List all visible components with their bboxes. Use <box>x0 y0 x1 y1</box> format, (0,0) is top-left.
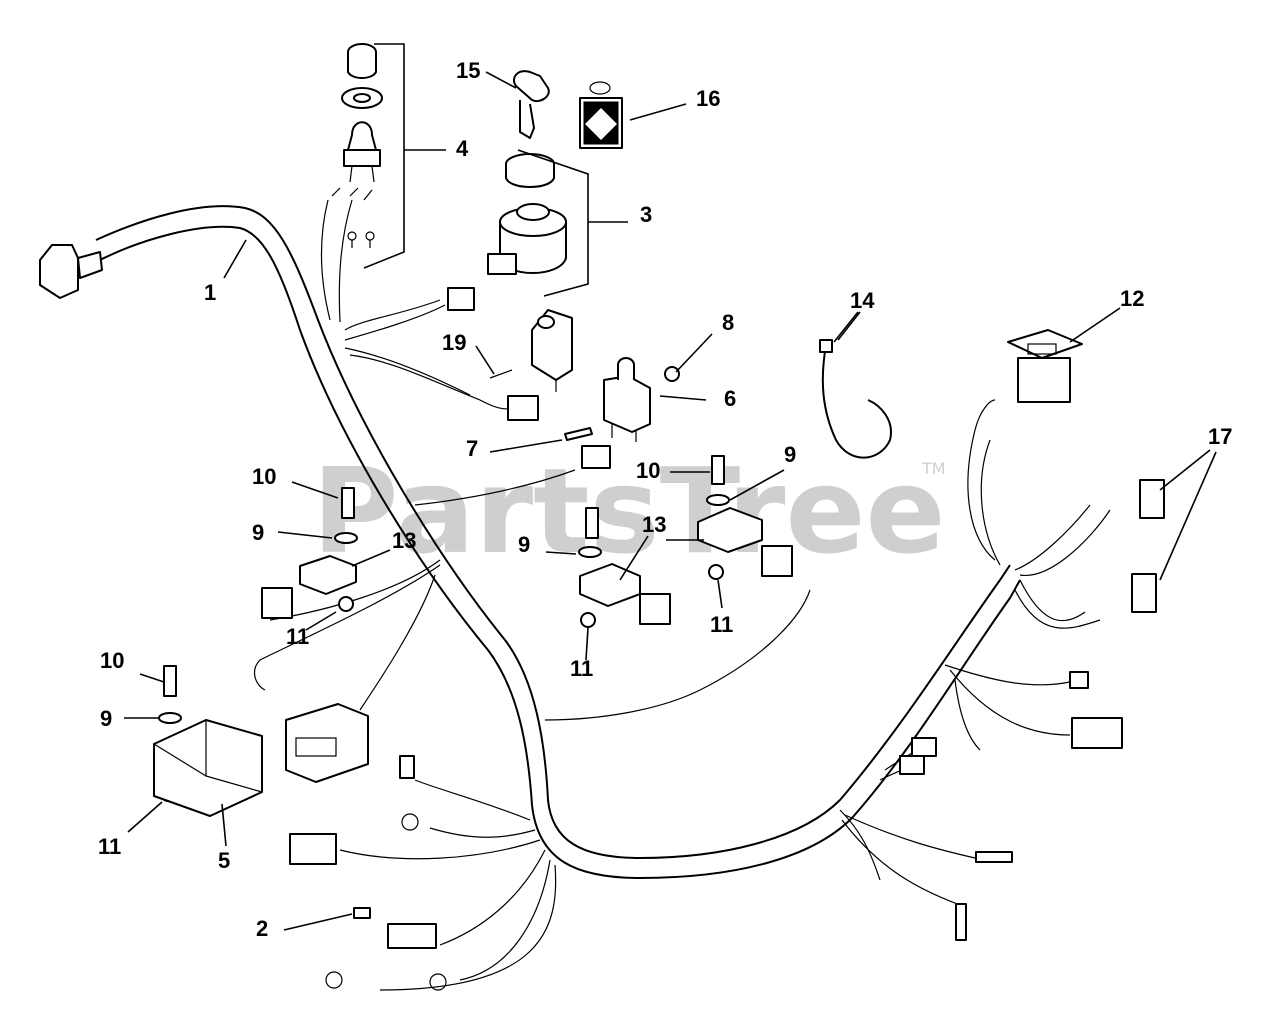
callout-9a: 9 <box>252 520 264 545</box>
watermark-trademark: TM <box>921 459 946 478</box>
callout-10a: 10 <box>252 464 276 489</box>
relay-center <box>579 563 671 625</box>
callout-6: 6 <box>724 386 736 411</box>
callout-1: 1 <box>204 280 216 305</box>
callout-15: 15 <box>456 58 480 83</box>
callout-19: 19 <box>442 330 466 355</box>
callout-16: 16 <box>696 86 720 111</box>
callout-2: 2 <box>256 916 268 941</box>
key <box>512 70 550 139</box>
callout-10b: 10 <box>636 458 660 483</box>
seat-switch <box>489 309 573 392</box>
callout-7: 7 <box>466 436 478 461</box>
connector <box>507 395 539 421</box>
control-module <box>153 719 263 817</box>
callout-10c: 10 <box>100 648 124 673</box>
callout-labels: 1 4 3 15 16 19 8 6 7 10 9 13 11 10 9 9 1… <box>98 58 1232 941</box>
connector <box>581 445 611 469</box>
harness-branches <box>253 199 811 991</box>
screw <box>564 427 593 441</box>
lamp-assembly <box>331 43 383 248</box>
hour-meter <box>1007 329 1083 403</box>
toggle-switches <box>1131 479 1165 613</box>
callout-14: 14 <box>850 288 875 313</box>
right-branches <box>839 399 1111 906</box>
callout-9b: 9 <box>784 442 796 467</box>
callout-11b: 11 <box>570 656 593 681</box>
callout-9d: 9 <box>100 706 112 731</box>
watermark-text: PartsTree <box>312 442 946 580</box>
callout-3: 3 <box>640 202 652 227</box>
tie-strap <box>821 344 892 459</box>
nut <box>664 366 680 382</box>
multi-pin-connector <box>285 703 369 783</box>
terminals <box>289 671 1123 991</box>
key-fob <box>579 81 623 149</box>
connector <box>447 287 475 311</box>
callout-13a: 13 <box>392 528 416 553</box>
callout-17: 17 <box>1208 424 1232 449</box>
main-connector-plug <box>39 244 79 299</box>
callout-12: 12 <box>1120 286 1144 311</box>
ignition-switch <box>487 153 567 275</box>
leader-lines <box>124 43 1217 931</box>
callout-9c: 9 <box>518 532 530 557</box>
relay-left <box>261 555 357 619</box>
callout-11a: 11 <box>286 624 309 649</box>
callout-11d: 11 <box>98 834 121 859</box>
relay-right <box>697 507 793 577</box>
plunger-switch <box>603 357 651 442</box>
callout-4: 4 <box>456 136 469 161</box>
callout-11c: 11 <box>710 612 733 637</box>
callout-13b: 13 <box>642 512 666 537</box>
callout-5: 5 <box>218 848 230 873</box>
callout-8: 8 <box>722 310 734 335</box>
